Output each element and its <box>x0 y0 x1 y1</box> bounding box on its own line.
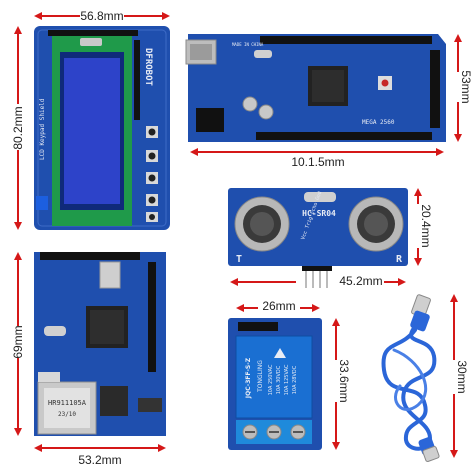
cable-coil <box>381 326 437 451</box>
ethernet-top-header <box>40 252 140 260</box>
relay-spec4-text: 10A 28VDC <box>292 365 298 394</box>
rj45-date-text: 23/10 <box>58 411 76 418</box>
mega-height-label: 53mm <box>459 70 473 103</box>
relay-width-label: 26mm <box>262 299 295 313</box>
cable-length-label: 30mm <box>455 360 469 393</box>
lcd-brand-text: DFROBOT <box>143 48 153 87</box>
relay-spec3-text: 10A 125VAC <box>284 364 290 395</box>
mega-bottom-header <box>256 132 432 140</box>
lcd-width-label: 56.8mm <box>80 9 123 23</box>
rj45-model-text: HR911105A <box>48 399 87 407</box>
reset-button <box>138 398 162 412</box>
relay-model-text: JQC-3FF-S-Z <box>245 357 252 399</box>
magnetics <box>100 386 128 416</box>
relay-cube <box>235 335 313 419</box>
sonar-crystal <box>304 192 336 202</box>
mega-width-label: 10.1.5mm <box>291 155 344 169</box>
relay-height-label: 33.6mm <box>337 359 351 402</box>
ethernet-side-header <box>148 262 156 372</box>
ethernet-height-label: 69mm <box>11 325 25 358</box>
sonar-height-label: 20.4mm <box>419 204 433 247</box>
ethernet-shield: HR911105A 23/10 53.2mm 69mm <box>11 252 166 467</box>
ethernet-width-label: 53.2mm <box>78 453 121 467</box>
lcd-height-label: 80.2mm <box>11 106 25 149</box>
lcd-screen <box>64 58 120 204</box>
lcd-header-pins <box>48 30 138 36</box>
mega-2560-board: MEGA 2560 MADE IN CHINA 10.1.5mm 53mm <box>185 34 473 169</box>
relay-spec1-text: 10A 250VAC <box>268 364 274 395</box>
usb-cable: 30mm <box>381 294 469 462</box>
sonar-r-text: R <box>396 254 403 265</box>
sonar-model-text: HC-SR04 <box>302 209 336 218</box>
power-jack <box>196 108 224 132</box>
potentiometer <box>36 196 48 210</box>
relay-brand-text: TONGLING <box>257 360 264 393</box>
mega-side-header <box>430 50 440 128</box>
mega-model-text: MEGA 2560 <box>362 119 395 126</box>
sonar-t-text: T <box>236 254 242 265</box>
sonar-width-label: 45.2mm <box>339 274 382 288</box>
lcd-keypad-shield: DFROBOT LCD Keypad Shield 56.8mm 80.2mm <box>11 9 170 230</box>
relay-spec2-text: 10A 30VDC <box>276 365 282 394</box>
usb-b-connector <box>422 446 440 462</box>
mega-made-text: MADE IN CHINA <box>232 42 264 47</box>
sd-slot <box>99 261 121 289</box>
lcd-keypad-text: LCD Keypad Shield <box>39 98 46 160</box>
hc-sr04-sensor: HC-SR04 T R Vcc Trig Echo Gnd 45.2mm 20.… <box>228 188 433 288</box>
relay-module: TONGLING 10A 250VAC 10A 30VDC 10A 125VAC… <box>228 299 351 450</box>
mega-top-header <box>260 36 432 44</box>
